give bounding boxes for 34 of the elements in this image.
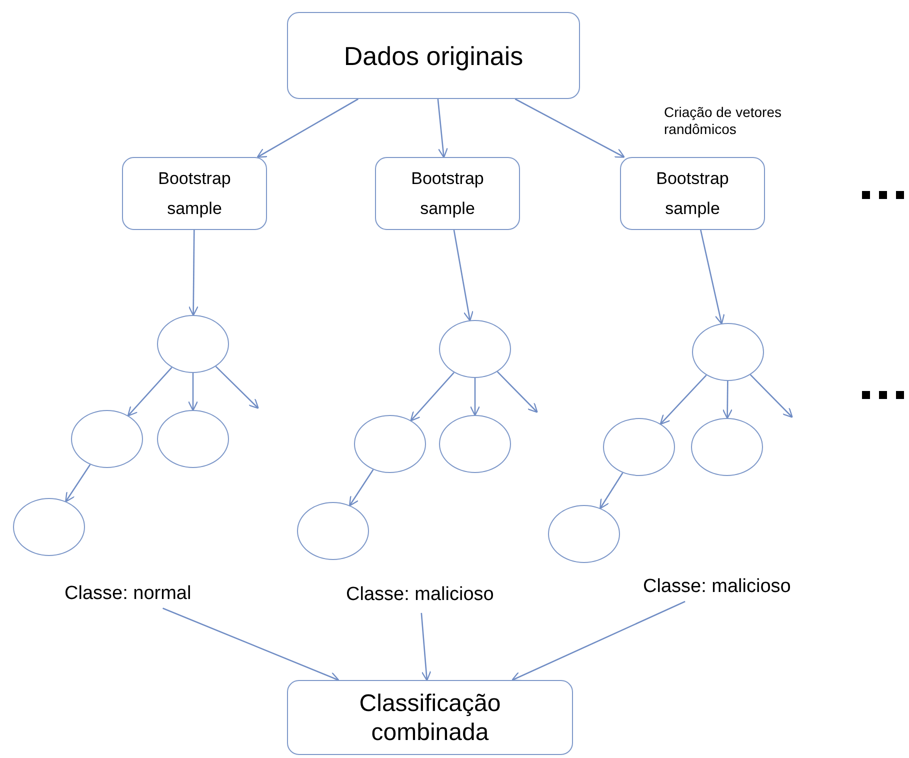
arrow	[453, 230, 474, 322]
arrow	[348, 469, 374, 506]
data-box	[287, 12, 580, 99]
arrow	[700, 230, 725, 324]
box-label: Classificação combinada	[358, 688, 502, 746]
arrow	[410, 372, 454, 422]
class-label: Classe: malicioso	[643, 575, 791, 599]
arrow	[722, 381, 732, 420]
arrow	[750, 374, 793, 418]
arrow	[162, 608, 340, 682]
class-label: Classe: malicioso	[346, 583, 494, 607]
process-box	[375, 157, 520, 230]
arrow	[188, 373, 198, 412]
box-label: Bootstrap sample	[157, 168, 232, 220]
arrow	[470, 378, 480, 416]
arrow	[496, 371, 538, 413]
arrow	[514, 98, 625, 158]
arrow	[420, 612, 432, 682]
arrow	[127, 367, 172, 416]
process-box	[122, 157, 267, 230]
arrow	[215, 366, 259, 409]
class-label: Classe: normal	[64, 582, 192, 606]
arrow	[660, 374, 707, 425]
box-label: Bootstrap sample	[655, 168, 730, 220]
arrow	[256, 98, 358, 158]
result-box	[287, 680, 573, 755]
arrow	[600, 472, 624, 510]
arrow	[511, 600, 686, 682]
arrow	[65, 464, 91, 502]
box-label: Dados originais	[342, 40, 524, 70]
box-label: Bootstrap sample	[410, 168, 485, 220]
arrow	[188, 230, 198, 316]
arrow	[437, 98, 448, 158]
process-box	[620, 157, 765, 230]
